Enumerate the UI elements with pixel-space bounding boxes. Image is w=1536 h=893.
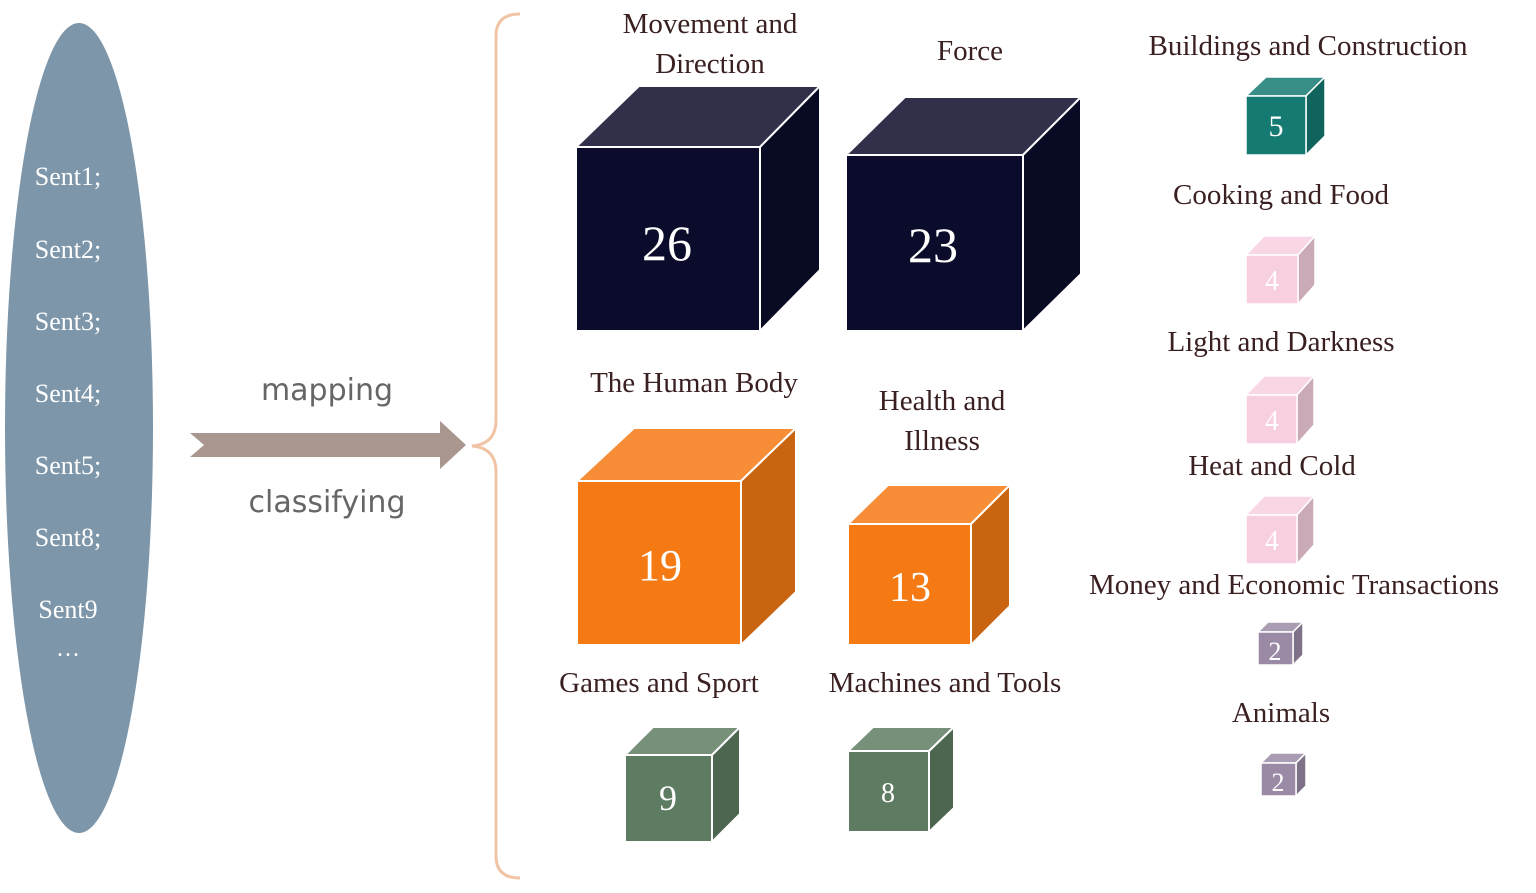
category-label: Direction (655, 48, 765, 80)
category-label: Movement and (623, 8, 798, 40)
cube-front-face (575, 146, 761, 332)
cube-front-face (1257, 631, 1294, 666)
category-count: 9 (659, 778, 677, 818)
cube-front-face (1260, 762, 1297, 797)
cube-front-face (845, 154, 1024, 332)
sentence-item: Sent3; (35, 307, 101, 336)
category-count: 2 (1269, 637, 1282, 666)
category-label: Illness (904, 425, 980, 457)
cube-buildings: Buildings and Construction 5 (1149, 30, 1469, 157)
cube-force: Force 23 (843, 35, 1084, 334)
sentence-item: Sent1; (35, 162, 101, 191)
category-count: 19 (638, 541, 682, 590)
category-count: 13 (889, 565, 931, 611)
category-count: 4 (1265, 406, 1279, 437)
category-count: 4 (1265, 266, 1279, 297)
cube-movement: Movement and Direction 26 (573, 8, 823, 334)
sentence-item: Sent4; (35, 379, 101, 408)
cube-front-face (1245, 394, 1298, 445)
cube-front-face (847, 750, 930, 833)
category-count: 23 (908, 217, 958, 273)
category-count: 8 (881, 778, 895, 809)
cube-front-face (1245, 514, 1298, 565)
category-label: Heat and Cold (1188, 450, 1356, 482)
sentence-ellipsis: … (56, 636, 80, 662)
category-count: 5 (1269, 110, 1284, 143)
cube-money: Money and Economic Transactions 2 (1089, 569, 1499, 667)
cube-front-face (624, 754, 713, 843)
category-label: Money and Economic Transactions (1089, 569, 1499, 601)
category-label: Light and Darkness (1167, 326, 1394, 358)
cube-front-face (1245, 95, 1307, 156)
cube-front-face (576, 480, 742, 646)
cube-animals: Animals 2 (1232, 697, 1330, 798)
cube-front-face (1245, 254, 1299, 305)
category-label: Cooking and Food (1173, 179, 1389, 211)
category-label: The Human Body (590, 367, 798, 399)
category-label: Force (937, 35, 1003, 67)
mapping-arrow: mapping classifying (190, 373, 466, 520)
sentence-item: Sent5; (35, 451, 101, 480)
cube-cooking: Cooking and Food 4 (1173, 179, 1389, 306)
cube-human-body: The Human Body 19 (574, 367, 799, 648)
arrow-top-label: mapping (261, 373, 393, 408)
sentence-item: Sent8; (35, 523, 101, 552)
category-count: 26 (642, 215, 692, 271)
cube-games: Games and Sport 9 (559, 667, 759, 845)
cube-heat: Heat and Cold 4 (1188, 450, 1356, 566)
sentence-item: Sent9 (38, 595, 97, 624)
grouping-brace (471, 12, 521, 880)
category-count: 2 (1272, 768, 1285, 797)
category-label: Health and (879, 385, 1006, 417)
cube-front-face (847, 523, 972, 646)
category-count: 4 (1265, 526, 1279, 557)
sentence-ellipse: Sent1; Sent2; Sent3; Sent4; Sent5; Sent8… (5, 23, 153, 833)
arrow-bottom-label: classifying (249, 485, 406, 520)
sentence-item: Sent2; (35, 235, 101, 264)
category-label: Buildings and Construction (1149, 30, 1469, 62)
category-label: Games and Sport (559, 667, 759, 699)
category-label: Machines and Tools (829, 667, 1062, 699)
cube-health: Health and Illness 13 (845, 385, 1013, 648)
cube-machines: Machines and Tools 8 (829, 667, 1062, 835)
category-label: Animals (1232, 697, 1330, 729)
cube-light: Light and Darkness 4 (1167, 326, 1395, 446)
